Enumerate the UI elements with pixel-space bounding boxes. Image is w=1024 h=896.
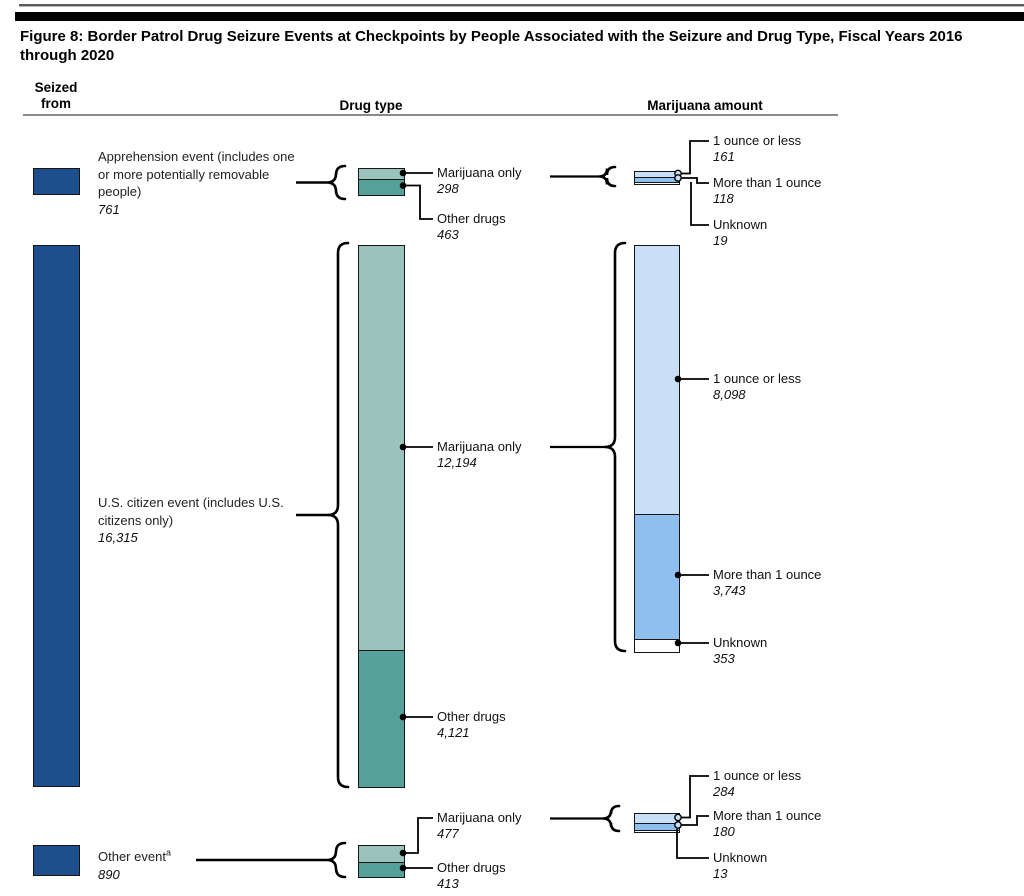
bar-marijuana-amount-other bbox=[634, 813, 680, 833]
bar-segment-seized-from bbox=[34, 246, 79, 786]
connector-1oz-other bbox=[678, 775, 709, 819]
connector-more-1oz-other bbox=[678, 815, 709, 826]
label-text: U.S. citizen event (includes U.S. citize… bbox=[98, 495, 284, 528]
label-unknown-us-citizen: Unknown 353 bbox=[713, 635, 768, 666]
bar-marijuana-amount-us-citizen bbox=[634, 245, 680, 653]
top-divider-line bbox=[19, 4, 1024, 7]
bar-segment-1-ounce-or-less bbox=[635, 246, 679, 514]
brace-drug-type-other bbox=[326, 841, 347, 879]
bar-segment-seized-from bbox=[34, 169, 79, 194]
label-more-1oz-other: More than 1 ounce 180 bbox=[713, 808, 822, 839]
connector-other-drugs-apprehension bbox=[403, 184, 433, 220]
bar-segment-1-ounce-or-less bbox=[635, 814, 679, 823]
bar-segment-marijuana-only bbox=[359, 846, 404, 862]
label-value: 890 bbox=[98, 866, 120, 882]
label-unknown-other: Unknown 13 bbox=[713, 850, 768, 881]
label-other-drugs-apprehension: Other drugs 463 bbox=[437, 211, 506, 242]
bar-segment-unknown bbox=[635, 639, 679, 652]
connector-1oz-apprehension bbox=[678, 140, 709, 175]
bar-segment-other-drugs bbox=[359, 650, 404, 787]
bar-segment-seized-from bbox=[34, 846, 79, 875]
bar-segment-other-drugs bbox=[359, 862, 404, 877]
label-marijuana-only-us-citizen: Marijuana only 12,194 bbox=[437, 439, 522, 470]
top-black-bar bbox=[15, 12, 1024, 21]
header-underline bbox=[23, 114, 838, 116]
brace-amount-us-citizen bbox=[604, 241, 627, 653]
brace-amount-other bbox=[602, 804, 621, 833]
bar-segment-unknown bbox=[635, 830, 679, 832]
brace-drug-type-us-citizen bbox=[327, 241, 350, 789]
bar-segment-marijuana-only bbox=[359, 169, 404, 179]
bar-seized-from-us-citizen bbox=[33, 245, 80, 787]
bar-segment-more-than-1-ounce bbox=[635, 177, 679, 182]
label-1oz-other: 1 ounce or less 284 bbox=[713, 768, 802, 799]
bar-seized-from-apprehension bbox=[33, 168, 80, 195]
bar-segment-more-than-1-ounce bbox=[635, 823, 679, 830]
bar-seized-from-other bbox=[33, 845, 80, 876]
column-header-seized-from: Seized from bbox=[34, 80, 78, 111]
label-value: 16,315 bbox=[98, 530, 138, 545]
brace-amount-apprehension bbox=[598, 165, 617, 188]
label-seized-from-apprehension: Apprehension event (includes one or more… bbox=[98, 148, 296, 218]
label-seized-from-us-citizen: U.S. citizen event (includes U.S. citize… bbox=[98, 494, 296, 547]
column-header-marijuana-amount: Marijuana amount bbox=[647, 98, 763, 113]
connector-marijuana-only-other bbox=[403, 817, 433, 854]
bar-segment-other-drugs bbox=[359, 179, 404, 195]
column-header-drug-type: Drug type bbox=[339, 98, 403, 113]
connector-unknown-apprehension bbox=[690, 182, 709, 226]
label-more-1oz-apprehension: More than 1 ounce 118 bbox=[713, 175, 822, 206]
label-unknown-apprehension: Unknown 19 bbox=[713, 217, 768, 248]
bar-segment-more-than-1-ounce bbox=[635, 514, 679, 639]
bar-drug-type-apprehension bbox=[358, 168, 405, 196]
bar-segment-unknown bbox=[635, 182, 679, 184]
label-more-1oz-us-citizen: More than 1 ounce 3,743 bbox=[713, 567, 822, 598]
label-1oz-us-citizen: 1 ounce or less 8,098 bbox=[713, 371, 802, 402]
label-marijuana-only-other: Marijuana only 477 bbox=[437, 810, 522, 841]
label-text: Apprehension event (includes one or more… bbox=[98, 149, 295, 199]
connector-unknown-other bbox=[676, 829, 709, 859]
label-1oz-apprehension: 1 ounce or less 161 bbox=[713, 133, 802, 164]
bar-segment-1-ounce-or-less bbox=[635, 172, 679, 177]
figure-title: Figure 8: Border Patrol Drug Seizure Eve… bbox=[20, 28, 963, 64]
connector-more-1oz-apprehension bbox=[678, 177, 709, 184]
bar-drug-type-other bbox=[358, 845, 405, 878]
footnote-marker: a bbox=[165, 847, 171, 858]
brace-drug-type-apprehension bbox=[326, 164, 347, 201]
label-marijuana-only-apprehension: Marijuana only 298 bbox=[437, 165, 522, 196]
bar-segment-marijuana-only bbox=[359, 246, 404, 650]
label-other-drugs-other: Other drugs 413 bbox=[437, 860, 506, 891]
bar-drug-type-us-citizen bbox=[358, 245, 405, 788]
label-value: 761 bbox=[98, 201, 120, 217]
label-seized-from-other: Other eventa 890 bbox=[98, 848, 296, 883]
bar-marijuana-amount-apprehension bbox=[634, 171, 680, 185]
label-text: Other eventa bbox=[98, 847, 171, 864]
label-other-drugs-us-citizen: Other drugs 4,121 bbox=[437, 709, 506, 740]
